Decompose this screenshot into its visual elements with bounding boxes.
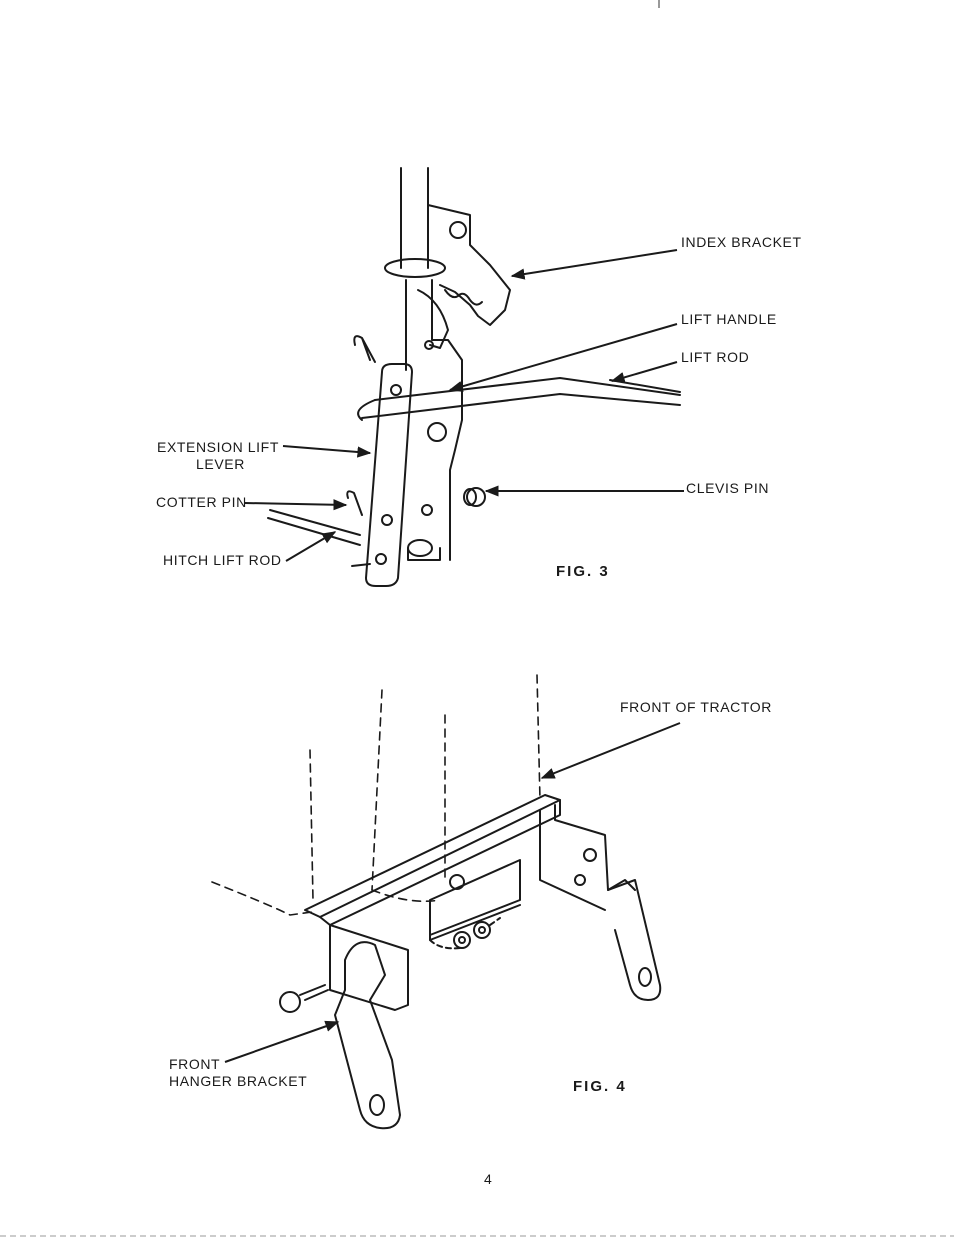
label-front-hanger-bracket-line2: HANGER BRACKET <box>169 1073 308 1089</box>
fig4-drawing <box>211 674 662 1130</box>
fig4-leaders <box>224 722 681 1063</box>
leader-lift-handle <box>448 323 678 392</box>
fig4-caption: FIG. 4 <box>573 1078 627 1095</box>
label-front-hanger-bracket-line1: FRONT <box>169 1056 221 1072</box>
leader-extension-lever <box>282 445 372 458</box>
page-number: 4 <box>484 1171 492 1187</box>
leader-cotter-pin <box>244 499 348 511</box>
fig3-drawing <box>267 167 681 587</box>
leader-hitch-lift-rod <box>285 531 337 562</box>
leader-lift-rod <box>610 361 678 383</box>
label-front-of-tractor: FRONT OF TRACTOR <box>620 699 772 715</box>
label-extension-lift-lever-line2: LEVER <box>196 456 245 472</box>
leader-front-of-tractor <box>540 722 681 779</box>
label-lift-handle: LIFT HANDLE <box>681 311 777 327</box>
label-hitch-lift-rod: HITCH LIFT ROD <box>163 552 282 568</box>
leader-index-bracket <box>510 249 678 280</box>
label-clevis-pin: CLEVIS PIN <box>686 480 770 496</box>
label-extension-lift-lever-line1: EXTENSION LIFT <box>157 439 279 455</box>
leader-front-hanger-bracket <box>224 1020 340 1063</box>
label-lift-rod: LIFT ROD <box>681 349 750 365</box>
fig3-leaders <box>244 249 684 562</box>
label-cotter-pin: COTTER PIN <box>156 494 247 510</box>
fig3-caption: FIG. 3 <box>556 563 610 580</box>
label-index-bracket: INDEX BRACKET <box>681 234 802 250</box>
